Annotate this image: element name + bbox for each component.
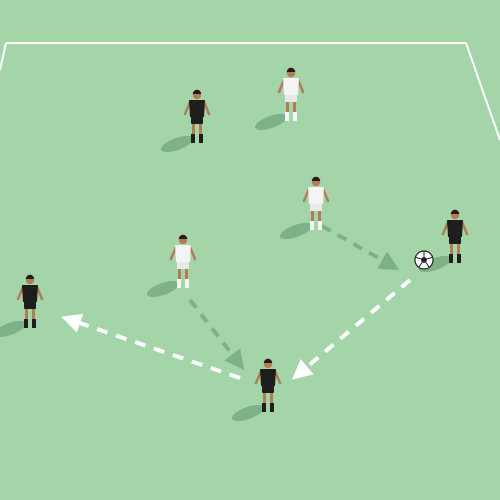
movement-arrows: [188, 224, 400, 371]
player-shorts: [449, 236, 461, 244]
player-shirt: [447, 220, 463, 237]
player-sock: [457, 254, 461, 263]
player-arm: [441, 220, 450, 236]
pass-arrow-2: [61, 313, 241, 380]
player-dark-7: [231, 358, 282, 422]
player-leg: [311, 209, 314, 225]
player-arm: [460, 220, 469, 236]
player-hair: [311, 176, 321, 181]
player-leg: [457, 242, 460, 258]
player-leg: [270, 391, 273, 407]
player-shirt: [175, 245, 191, 262]
movement-arrow-2: [188, 298, 245, 371]
player-shorts: [191, 116, 203, 124]
left-boundary-line: [0, 42, 7, 71]
player-leg: [185, 267, 188, 283]
player-hair: [450, 209, 460, 214]
player-shirt: [283, 78, 299, 95]
player-leg: [263, 391, 266, 407]
player-dark-6: [0, 274, 44, 338]
player-arm: [35, 285, 44, 301]
player-sock: [285, 112, 289, 121]
pass-arrows: [61, 278, 412, 380]
pass-arrow-1: [291, 278, 412, 380]
player-hair: [263, 358, 273, 363]
player-light-5: [146, 234, 197, 298]
player-shirt: [189, 100, 205, 117]
player-leg: [32, 307, 35, 323]
player-sock: [310, 221, 314, 230]
player-shadow: [231, 404, 265, 422]
player-shirt: [308, 187, 324, 204]
player-hair: [178, 234, 188, 239]
soccer-ball-icon: [414, 250, 434, 270]
player-dark-1: [160, 89, 211, 153]
players-layer: [0, 67, 469, 422]
player-sock: [24, 319, 28, 328]
player-shadow: [160, 135, 194, 153]
player-leg: [286, 100, 289, 116]
player-arm: [254, 369, 263, 385]
player-leg: [450, 242, 453, 258]
player-arm: [277, 78, 286, 94]
player-sock: [449, 254, 453, 263]
player-sock: [191, 134, 195, 143]
player-sock: [32, 319, 36, 328]
player-light-3: [279, 176, 330, 240]
player-arm: [321, 187, 330, 203]
player-arm: [188, 245, 197, 261]
player-sock: [199, 134, 203, 143]
player-shorts: [310, 203, 322, 211]
player-shirt: [260, 369, 276, 386]
player-sock: [262, 403, 266, 412]
player-shorts: [24, 301, 36, 309]
player-leg: [25, 307, 28, 323]
player-hair: [25, 274, 35, 279]
player-sock: [293, 112, 297, 121]
player-hair: [286, 67, 296, 72]
player-light-2: [254, 67, 305, 131]
player-arm: [16, 285, 25, 301]
player-arm: [183, 100, 192, 116]
player-leg: [192, 122, 195, 138]
boundary-lines: [0, 42, 500, 141]
player-sock: [270, 403, 274, 412]
movement-arrow-1: [321, 224, 400, 270]
player-shorts: [177, 261, 189, 269]
player-shirt: [22, 285, 38, 302]
player-leg: [178, 267, 181, 283]
player-sock: [318, 221, 322, 230]
right-boundary-line: [465, 42, 500, 141]
player-leg: [199, 122, 202, 138]
player-leg: [318, 209, 321, 225]
player-dark-4: [418, 209, 469, 273]
player-shadow: [146, 280, 180, 298]
player-arm: [202, 100, 211, 116]
player-leg: [293, 100, 296, 116]
player-shadow: [279, 222, 313, 240]
player-arm: [302, 187, 311, 203]
player-arm: [169, 245, 178, 261]
player-shadow: [0, 320, 27, 338]
player-arm: [273, 369, 282, 385]
player-hair: [192, 89, 202, 94]
player-shorts: [285, 94, 297, 102]
player-sock: [177, 279, 181, 288]
player-shorts: [262, 385, 274, 393]
player-sock: [185, 279, 189, 288]
player-shadow: [254, 113, 288, 131]
player-arm: [296, 78, 305, 94]
